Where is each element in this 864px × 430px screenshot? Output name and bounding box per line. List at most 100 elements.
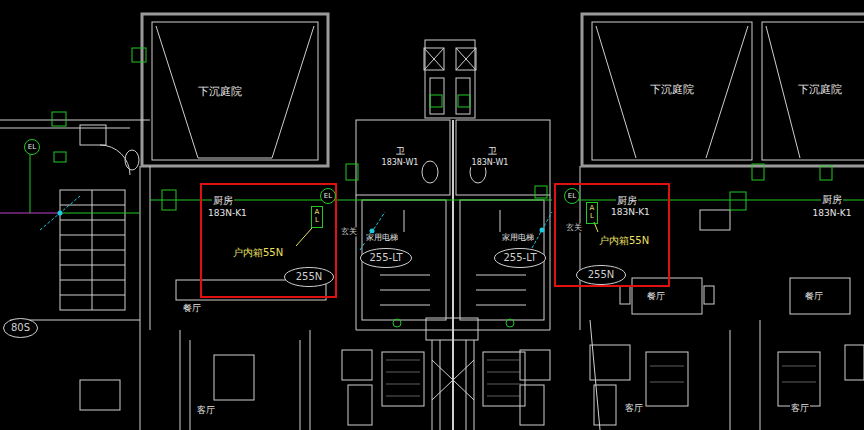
wall-lines-part xyxy=(0,128,130,129)
pipe-lines-part xyxy=(360,212,385,250)
room-label: 餐厅 xyxy=(182,303,202,313)
el-symbol: EL xyxy=(320,188,336,204)
pipe-lines-part xyxy=(532,212,552,248)
wall-lines-part xyxy=(152,22,318,160)
room-label: 厨房 xyxy=(821,194,843,206)
node-text: 255-LT xyxy=(503,252,538,264)
wall-lines-part xyxy=(483,352,525,406)
wall-lines-part xyxy=(706,26,748,158)
room-label: 家用电梯 xyxy=(365,233,399,242)
bed-hatch xyxy=(386,360,816,396)
wall-lines-part xyxy=(80,125,106,145)
wall-lines-part xyxy=(620,286,630,304)
bed-hatch-part xyxy=(386,384,420,385)
wall-lines-part xyxy=(432,360,474,400)
wall-lines-part xyxy=(356,120,450,195)
wall-lines-part xyxy=(452,120,454,430)
tag-oval: 255-LT xyxy=(494,248,546,268)
wall-lines-part xyxy=(156,26,198,158)
wall-lines-part xyxy=(456,120,550,195)
bed-hatch-part xyxy=(782,382,816,383)
wall-lines-part xyxy=(476,305,526,306)
pipe-lines-part xyxy=(62,213,140,214)
wall-lines-part xyxy=(214,355,254,400)
wall-lines xyxy=(0,14,864,430)
highlight-box: 厨房183N-K1户内箱55NELAL255N xyxy=(554,183,670,287)
wall-lines-part xyxy=(432,340,433,430)
leader-lines xyxy=(296,222,598,246)
bed-hatch-part xyxy=(386,360,420,361)
bed-hatch-part xyxy=(386,396,420,397)
device-symbols-part xyxy=(535,186,547,198)
tag-oval: 80S xyxy=(3,318,38,338)
panel-box: AL xyxy=(586,202,598,224)
wall-lines-part xyxy=(762,22,864,160)
wall-lines-part xyxy=(778,352,820,406)
wall-lines-part xyxy=(404,210,405,232)
wall-lines-part xyxy=(580,166,581,330)
node-text: 183N-K1 xyxy=(610,207,651,217)
room-label: 客厅 xyxy=(790,403,810,413)
wall-lines-part xyxy=(125,150,139,170)
room-label: 玄关 xyxy=(340,227,358,236)
bed-hatch-part xyxy=(650,382,684,383)
wall-lines-part xyxy=(300,340,301,430)
room-label: 183N-K1 xyxy=(812,208,853,218)
outline xyxy=(577,266,626,285)
bed-hatch-part xyxy=(386,372,420,373)
device-symbols-part xyxy=(430,95,442,107)
wall-lines-part xyxy=(0,120,150,121)
wall-lines-part xyxy=(422,161,438,183)
device-symbols-part xyxy=(52,112,66,126)
room-label: 餐厅 xyxy=(646,291,666,301)
pipe-lines-part xyxy=(150,200,552,201)
room-label: 卫 xyxy=(395,146,406,156)
wall-lines-part xyxy=(456,48,476,70)
panel-box: AL xyxy=(311,206,323,228)
device-symbols-part xyxy=(730,192,746,210)
leader-lines-part xyxy=(296,228,312,246)
wall-lines-part xyxy=(380,290,430,291)
wall-lines-part xyxy=(92,190,93,310)
device-symbols-part xyxy=(506,319,514,327)
pipe-lines-part xyxy=(40,196,80,230)
wall-lines-part xyxy=(704,286,714,304)
wall-lines-part xyxy=(342,350,372,380)
wall-lines-part xyxy=(730,330,731,430)
bed-hatch-part xyxy=(782,366,816,367)
node-text: 厨房 xyxy=(616,195,638,207)
wall-lines-part xyxy=(310,330,311,430)
bed-hatch-part xyxy=(487,384,521,385)
wall-lines-part xyxy=(198,158,272,159)
wall-lines-part xyxy=(190,340,191,430)
wall-lines-part xyxy=(425,40,475,118)
wall-lines-part xyxy=(646,352,688,406)
wall-lines-part xyxy=(500,210,501,232)
room-label: 183N-W1 xyxy=(471,158,510,167)
device-symbols-part xyxy=(132,48,146,62)
pipe-lines-part xyxy=(0,212,62,213)
room-label: 下沉庭院 xyxy=(197,86,243,99)
wall-lines-part xyxy=(380,275,430,276)
wall-lines-part xyxy=(142,14,328,166)
node-text: 户内箱55N xyxy=(598,235,650,247)
wall-lines-part xyxy=(474,340,475,430)
wall-lines-part xyxy=(80,380,120,410)
wall-lines-part xyxy=(150,166,151,330)
node-text: 255N xyxy=(587,269,616,281)
room-label: 客厅 xyxy=(624,403,644,413)
wall-lines-part xyxy=(700,210,730,230)
wall-lines-part xyxy=(348,385,372,425)
wall-lines-part xyxy=(456,48,476,70)
room-label: 玄关 xyxy=(565,223,583,232)
pipe-lines-part xyxy=(30,150,31,213)
wall-lines-part xyxy=(590,345,630,380)
outline xyxy=(4,319,38,338)
device-symbols-part xyxy=(346,164,358,180)
room-label: 餐厅 xyxy=(804,291,824,301)
node-text: EL xyxy=(27,143,37,151)
node-text: 80S xyxy=(10,322,31,334)
wall-lines-part xyxy=(520,350,550,380)
wall-lines-part xyxy=(382,352,424,406)
